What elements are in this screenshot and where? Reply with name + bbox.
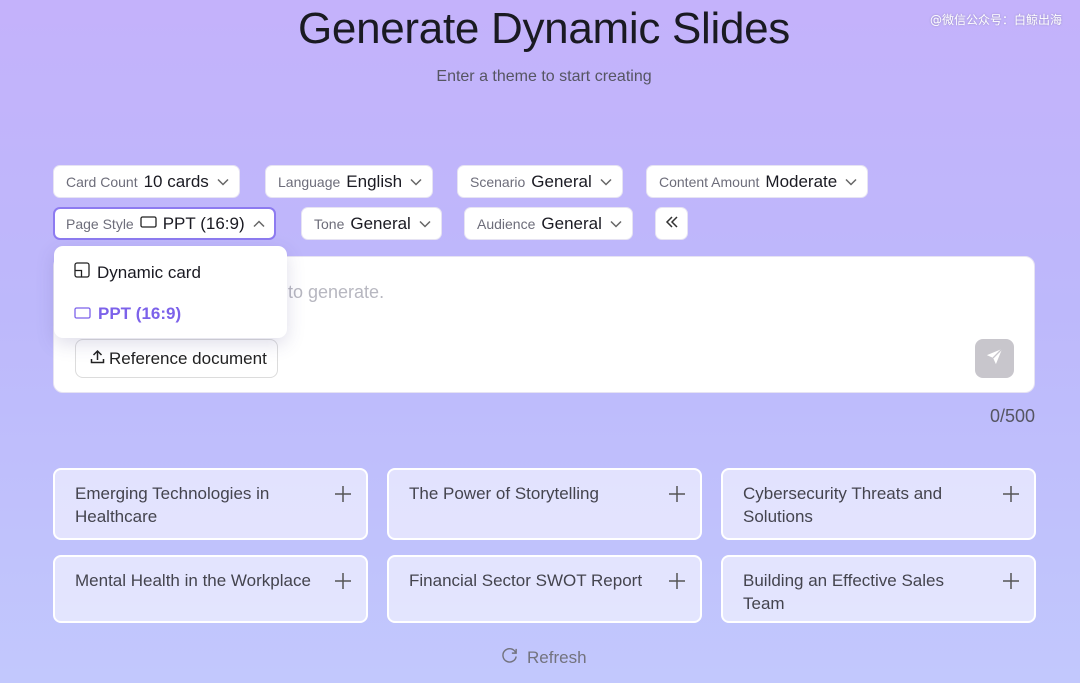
menu-item-dynamic-card[interactable]: Dynamic card [74,262,201,283]
suggestion-card[interactable]: Financial Sector SWOT Report [387,555,702,623]
page-style-menu: Dynamic card PPT (16:9) [54,246,287,338]
plus-icon[interactable] [334,485,352,503]
upload-icon [90,349,109,369]
tone-label: Tone [314,215,345,232]
suggestion-label: Financial Sector SWOT Report [409,571,643,590]
content-amount-select[interactable]: Content Amount Moderate [646,165,869,198]
card-count-select[interactable]: Card Count 10 cards [53,165,240,198]
plus-icon[interactable] [1002,485,1020,503]
audience-select[interactable]: Audience General [464,207,633,240]
language-select[interactable]: Language English [265,165,434,198]
page-style-value: PPT (16:9) [162,213,245,233]
rectangle-icon [74,304,98,324]
plus-icon[interactable] [668,572,686,590]
character-counter: 0/500 [989,406,1035,426]
scenario-value: General [531,171,592,191]
send-icon [985,347,1004,371]
chevron-down-icon [610,218,622,230]
page-subtitle: Enter a theme to start creating [436,68,652,85]
refresh-button[interactable]: Refresh [500,646,587,670]
suggestion-card[interactable]: Cybersecurity Threats and Solutions [721,468,1036,540]
suggestion-label: Building an Effective Sales Team [743,571,944,613]
prompt-input[interactable]: to generate. [74,282,384,303]
card-count-label: Card Count [66,173,138,190]
page-style-select[interactable]: Page Style PPT (16:9) [53,207,276,240]
audience-value: General [541,213,602,233]
double-chevron-left-icon [665,215,679,233]
tone-value: General [350,213,411,233]
refresh-icon [500,646,527,670]
send-button[interactable] [975,339,1014,378]
rectangle-icon [140,215,157,233]
tone-select[interactable]: Tone General [301,207,442,240]
suggestion-label: Mental Health in the Workplace [75,571,311,590]
suggestion-label: The Power of Storytelling [409,484,599,503]
prompt-placeholder: to generate. [288,282,385,302]
language-label: Language [278,173,341,190]
plus-icon[interactable] [668,485,686,503]
audience-label: Audience [477,215,536,232]
suggestion-card[interactable]: The Power of Storytelling [387,468,702,540]
menu-item-label: Dynamic card [97,262,201,282]
scenario-select[interactable]: Scenario General [457,165,623,198]
suggestion-card[interactable]: Emerging Technologies in Healthcare [53,468,368,540]
collapse-options-button[interactable] [655,207,688,240]
page-title: Generate Dynamic Slides [298,4,790,53]
menu-item-label: PPT (16:9) [98,304,182,323]
chevron-down-icon [419,218,431,230]
suggestion-label: Cybersecurity Threats and Solutions [743,484,943,526]
chevron-up-icon [253,218,265,230]
plus-icon[interactable] [1002,572,1020,590]
watermark: @微信公众号：白鲸出海 [929,13,1062,27]
chevron-down-icon [600,176,612,188]
menu-item-ppt[interactable]: PPT (16:9) [74,304,181,324]
content-amount-label: Content Amount [659,173,760,190]
suggestion-card[interactable]: Building an Effective Sales Team [721,555,1036,623]
chevron-down-icon [410,176,422,188]
refresh-label: Refresh [527,648,587,667]
suggestion-card[interactable]: Mental Health in the Workplace [53,555,368,623]
reference-document-label: Reference document [109,348,267,368]
suggestion-label: Emerging Technologies in Healthcare [75,484,270,526]
page-style-label: Page Style [66,215,134,232]
plus-icon[interactable] [334,572,352,590]
chevron-down-icon [217,176,229,188]
content-amount-value: Moderate [765,171,838,191]
reference-document-button[interactable]: Reference document [75,339,278,378]
language-value: English [346,171,403,191]
scenario-label: Scenario [470,173,526,190]
card-count-value: 10 cards [143,171,209,191]
chevron-down-icon [845,176,857,188]
dynamic-card-icon [74,262,97,283]
